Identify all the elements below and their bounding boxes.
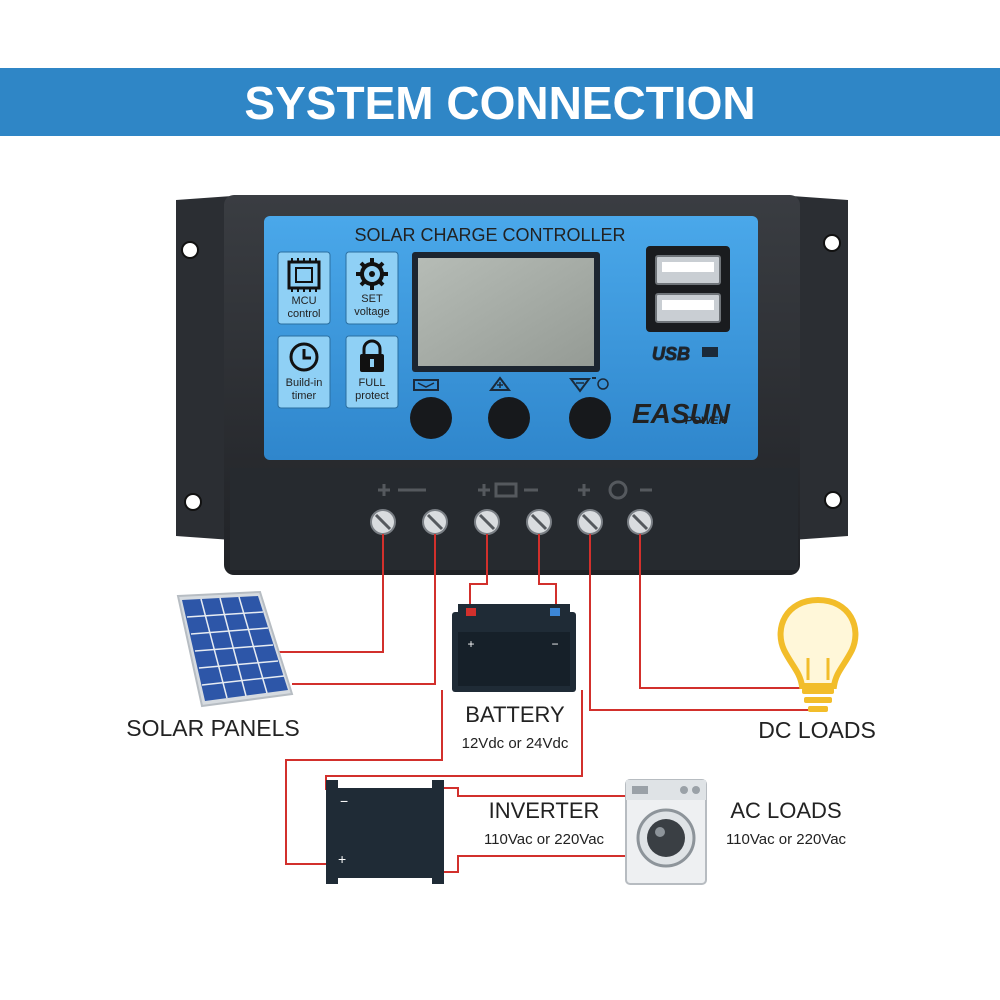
- inverter-label: INVERTER: [489, 798, 600, 823]
- feature-badge-set-voltage: SET voltage: [345, 251, 399, 325]
- menu-icon: [413, 379, 439, 391]
- feature-label-line2: protect: [355, 390, 389, 402]
- brand-name: EASUN: [632, 398, 731, 429]
- wire-battery-neg: [538, 534, 557, 612]
- feature-badge-timer: Build-in timer: [277, 335, 331, 409]
- chip-icon: [287, 258, 321, 292]
- feature-badge-full-protect: FULL protect: [345, 335, 399, 409]
- right-mounting-flange: [792, 196, 848, 540]
- brand-subtitle: POWER: [685, 415, 727, 427]
- load-terminal-bulb: [608, 480, 628, 500]
- load-terminal-symbol: [578, 484, 652, 496]
- inverter: − +: [326, 780, 444, 884]
- mount-hole-bottom-right: [824, 491, 842, 509]
- wire-load-neg: [639, 534, 806, 689]
- inverter-minus-icon: −: [340, 793, 348, 809]
- page-title: SYSTEM CONNECTION: [244, 77, 756, 129]
- plus-icon: [489, 376, 511, 391]
- usb-label: USB: [652, 344, 690, 364]
- battery-plus-icon: +: [467, 637, 474, 651]
- washing-machine-icon: [625, 779, 707, 885]
- left-mounting-flange: [176, 196, 232, 540]
- usb-icon: [702, 347, 718, 357]
- feature-label-line1: FULL: [359, 377, 386, 389]
- solar-terminal-symbol: [378, 484, 426, 496]
- battery-minus-icon: −: [551, 637, 558, 651]
- battery-label: BATTERY: [465, 702, 565, 727]
- lock-icon: [360, 339, 384, 372]
- usb-port-top[interactable]: [655, 255, 721, 285]
- mount-hole-top-right: [823, 234, 841, 252]
- wire-battery-inverter-pos: [285, 690, 443, 865]
- terminal-screw-solar-neg[interactable]: [422, 509, 448, 535]
- wire-inverter-acload-top: [444, 787, 626, 797]
- ac-loads-spec: 110Vac or 220Vac: [726, 831, 847, 848]
- menu-button[interactable]: [410, 397, 452, 439]
- feature-label-line1: Build-in: [286, 377, 323, 389]
- battery-spec: 12Vdc or 24Vdc: [462, 735, 569, 752]
- wiring: [270, 534, 818, 873]
- terminal-screw-load-pos[interactable]: [577, 509, 603, 535]
- wire-solar-pos: [270, 534, 384, 653]
- dc-loads-label: DC LOADS: [758, 717, 876, 743]
- inverter-spec: 110Vac or 220Vac: [484, 831, 605, 848]
- feature-label-line1: MCU: [291, 295, 316, 307]
- charge-controller: SOLAR CHARGE CONTROLLER MCU control SET …: [176, 195, 848, 575]
- bulb-icon: [777, 596, 859, 712]
- feature-label-line2: voltage: [354, 306, 389, 318]
- feature-label-line1: SET: [361, 293, 383, 305]
- battery-terminal-symbol: [478, 482, 538, 498]
- feature-label-line2: control: [287, 308, 320, 320]
- terminal-screws: [370, 509, 653, 535]
- solar-panel: [176, 590, 294, 708]
- controller-title: SOLAR CHARGE CONTROLLER: [354, 225, 625, 245]
- terminal-block: [230, 468, 798, 570]
- clock-icon: [289, 342, 319, 372]
- wire-inverter-acload-bottom: [444, 855, 626, 873]
- terminal-screw-battery-neg[interactable]: [526, 509, 552, 535]
- mount-hole-bottom-left: [184, 493, 202, 511]
- up-button[interactable]: [488, 397, 530, 439]
- down-button[interactable]: [569, 397, 611, 439]
- terminal-screw-solar-pos[interactable]: [370, 509, 396, 535]
- wire-battery-pos: [469, 534, 488, 612]
- wire-solar-neg: [292, 534, 436, 685]
- wire-load-pos: [589, 534, 818, 711]
- usb-port-bottom[interactable]: [655, 293, 721, 323]
- inverter-plus-icon: +: [338, 851, 346, 867]
- minus-load-icon: [569, 377, 609, 393]
- ac-loads-label: AC LOADS: [730, 798, 841, 823]
- title-banner: SYSTEM CONNECTION: [0, 68, 1000, 136]
- gear-icon: [356, 258, 388, 290]
- battery: + −: [452, 604, 576, 692]
- mount-hole-top-left: [181, 241, 199, 259]
- terminal-screw-battery-pos[interactable]: [474, 509, 500, 535]
- terminal-screw-load-neg[interactable]: [627, 509, 653, 535]
- feature-label-line2: timer: [292, 390, 317, 402]
- feature-badge-mcu: MCU control: [277, 251, 331, 325]
- solar-panels-label: SOLAR PANELS: [126, 715, 299, 741]
- lcd-screen: [418, 258, 594, 366]
